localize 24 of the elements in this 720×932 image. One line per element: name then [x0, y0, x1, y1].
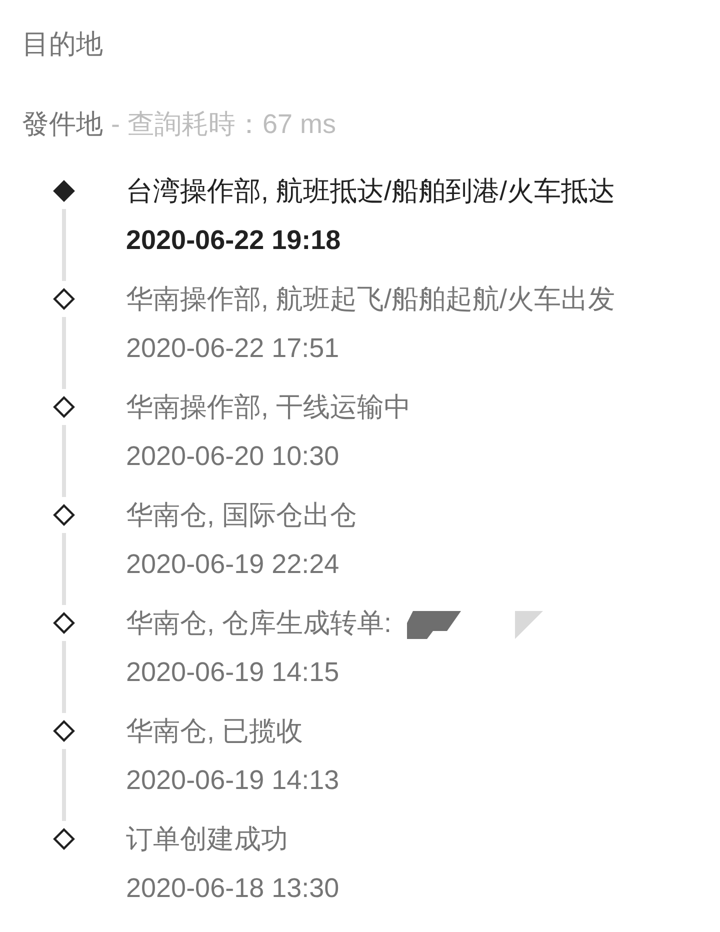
- diamond-marker: [53, 612, 75, 634]
- event-timestamp: 2020-06-22 19:18: [126, 224, 342, 257]
- destination-label: 目的地: [22, 28, 103, 61]
- filled-diamond-marker: [53, 180, 75, 202]
- event-timestamp: 2020-06-18 13:30: [126, 872, 340, 905]
- event-timestamp: 2020-06-22 17:51: [126, 332, 340, 365]
- event-description: 华南仓, 仓库生成转单:: [126, 607, 392, 640]
- event-timestamp: 2020-06-20 10:30: [126, 440, 340, 473]
- event-description: 华南操作部, 航班起飞/船舶起航/火车出发: [126, 283, 616, 316]
- event-description: 华南仓, 已揽收: [126, 715, 304, 748]
- diamond-marker: [53, 828, 75, 850]
- query-time-note: - 查詢耗時：67 ms: [111, 108, 336, 141]
- event-description: 华南操作部, 干线运输中: [126, 391, 412, 424]
- event-timestamp: 2020-06-19 14:15: [126, 656, 340, 689]
- diamond-marker: [53, 720, 75, 742]
- event-description: 订单创建成功: [126, 823, 289, 856]
- event-description: 华南仓, 国际仓出仓: [126, 499, 358, 532]
- event-description: 台湾操作部, 航班抵达/船舶到港/火车抵达: [126, 175, 616, 208]
- diamond-marker: [53, 288, 75, 310]
- event-timestamp: 2020-06-19 22:24: [126, 548, 340, 581]
- diamond-marker: [53, 396, 75, 418]
- diamond-marker: [53, 504, 75, 526]
- origin-label: 發件地: [22, 108, 103, 141]
- event-timestamp: 2020-06-19 14:13: [126, 764, 340, 797]
